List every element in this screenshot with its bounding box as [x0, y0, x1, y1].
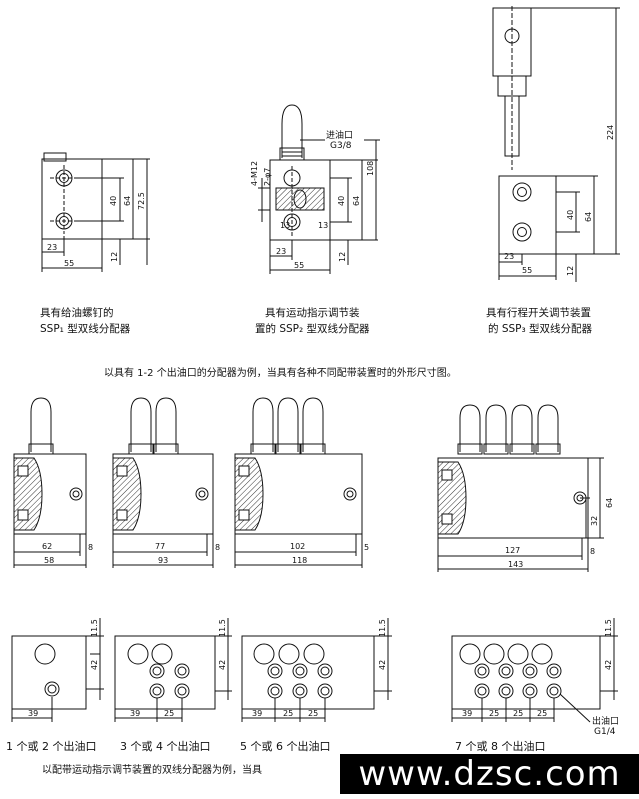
drawing-mid-4 [437, 404, 604, 572]
drawing-bot-4 [451, 618, 618, 723]
inlet-port-label: 进油口 [326, 131, 354, 141]
dim-text: 55 [294, 261, 304, 270]
drawing-mid-2 [112, 397, 214, 568]
dim-text: 62 [42, 542, 52, 551]
drawing-mid-3 [234, 397, 363, 568]
dim-text: 102 [290, 542, 305, 551]
dim-text: 224 [606, 125, 615, 140]
caption-ssp3-line2: 的 SSP₃ 型双线分配器 [488, 323, 593, 335]
dim-text: 39 [462, 709, 472, 718]
dimension-labels: 23 55 40 64 72.5 12 23 55 13 13 40 64 10… [28, 125, 615, 718]
dim-text: 42 [604, 660, 613, 670]
dim-text: 32 [590, 516, 599, 526]
dim-text: 39 [130, 709, 140, 718]
dim-text: 23 [47, 243, 57, 252]
drawing-bot-1 [11, 618, 104, 722]
dim-text: 40 [109, 196, 118, 206]
caption-ssp1-line1: 具有给油螺钉的 [40, 307, 114, 319]
dim-text: 25 [489, 709, 499, 718]
caption-ssp2-line1: 具有运动指示调节装 [265, 307, 360, 319]
dim-text: 72.5 [137, 192, 146, 210]
drawing-bot-3 [241, 618, 392, 722]
drawing-ssp2 [258, 104, 380, 274]
bottom-label-1: 1 个或 2 个出油口 [6, 740, 97, 753]
dim-text: 12 [338, 252, 347, 262]
drawing-mid-1 [13, 397, 87, 568]
dim-text: 64 [352, 196, 361, 206]
watermark: www.dzsc.com [340, 754, 639, 794]
bottom-label-4: 7 个或 8 个出油口 [455, 740, 546, 753]
dim-text: 127 [505, 546, 520, 555]
dim-text: 25 [308, 709, 318, 718]
dim-text: 42 [90, 660, 99, 670]
dim-text: 93 [158, 556, 168, 565]
dim-text: 39 [252, 709, 262, 718]
dim-text: 8 [215, 543, 220, 552]
middle-caption: 以具有 1-2 个出油口的分配器为例，当具有各种不同配带装置时的外形尺寸图。 [104, 368, 457, 379]
bottom-label-3: 5 个或 6 个出油口 [240, 740, 331, 753]
drawing-bot-2 [114, 618, 232, 722]
dim-text: 11.5 [218, 619, 227, 637]
dim-text: 25 [283, 709, 293, 718]
dim-text: 12 [110, 252, 119, 262]
dim-text: 23 [276, 247, 286, 256]
dim-text: 58 [44, 556, 54, 565]
dim-text: 12 [566, 266, 575, 276]
dim-text: 25 [513, 709, 523, 718]
inlet-port-thread: G3/8 [330, 141, 352, 151]
caption-ssp3-line1: 具有行程开关调节装置 [486, 307, 591, 319]
dim-text: 39 [28, 709, 38, 718]
dim-text: 64 [605, 498, 614, 508]
drawing-ssp1 [41, 152, 150, 272]
dim-text: 64 [123, 196, 132, 206]
dim-text: 40 [566, 210, 575, 220]
dim-text: 55 [64, 259, 74, 268]
dim-text: 11.5 [90, 619, 99, 637]
dim-text: 108 [366, 161, 375, 176]
dim-text: 2-φ7 [263, 168, 272, 186]
dim-text: 25 [164, 709, 174, 718]
bottom-label-2: 3 个或 4 个出油口 [120, 740, 211, 753]
dim-text: 55 [522, 266, 532, 275]
dim-text: 25 [537, 709, 547, 718]
outlet-port-thread: G1/4 [594, 727, 616, 737]
caption-ssp1-line2: SSP₁ 型双线分配器 [40, 323, 131, 335]
dim-text: 42 [218, 660, 227, 670]
dim-text: 40 [337, 196, 346, 206]
dim-text: 8 [88, 543, 93, 552]
dim-text: 42 [378, 660, 387, 670]
dim-text: 11.5 [378, 619, 387, 637]
dim-text: 77 [155, 542, 165, 551]
dim-text: 143 [508, 560, 523, 569]
caption-ssp2-line2: 置的 SSP₂ 型双线分配器 [255, 323, 370, 335]
dim-text: 13 [280, 221, 290, 230]
dim-text: 8 [590, 547, 595, 556]
dim-text: 23 [504, 252, 514, 261]
dim-text: 64 [584, 212, 593, 222]
outlet-port-label: 出油口 [592, 717, 620, 727]
dim-text: 13 [318, 221, 328, 230]
dim-text: 4-M12 [250, 161, 259, 186]
dim-text: 5 [364, 543, 369, 552]
dim-text: 11.5 [604, 619, 613, 637]
footer-caption: 以配带运动指示调节装置的双线分配器为例，当具 [42, 765, 262, 776]
drawing-ssp3 [492, 6, 620, 282]
dim-text: 118 [292, 556, 307, 565]
